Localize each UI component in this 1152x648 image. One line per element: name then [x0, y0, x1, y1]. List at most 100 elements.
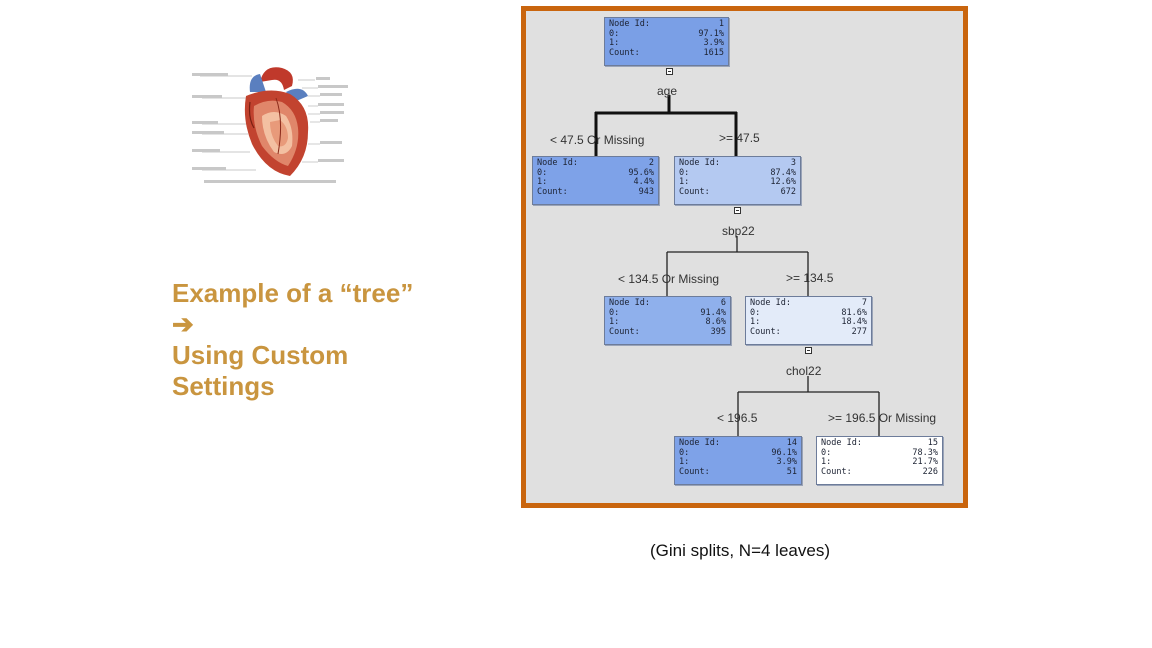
node-field-value: 87.4%	[770, 167, 796, 178]
node-row-zero: 0: 91.4%	[609, 307, 726, 319]
node-row-id: Node Id: 3	[679, 158, 796, 169]
node-field-value: 277	[851, 326, 867, 337]
node-row-zero: 0:81.6%	[750, 307, 867, 319]
node-field-label: 0:	[609, 28, 620, 39]
node-field-label: Count:	[679, 466, 710, 477]
tree-edges	[594, 95, 880, 437]
node-field-value: 78.3%	[912, 447, 938, 458]
node-field-value: 91.4%	[700, 307, 726, 318]
branch-label-age-left: < 47.5 Or Missing	[550, 133, 645, 147]
node-row-count: Count: 51	[679, 466, 797, 478]
node-row-id: Node Id: 15	[821, 438, 938, 449]
branch-label-chol-left: < 196.5	[717, 411, 758, 425]
node-field-label: 1:	[609, 38, 620, 49]
node-field-label: Node Id:	[537, 158, 578, 168]
node-field-value: 943	[638, 186, 654, 197]
node-field-label: 1:	[609, 317, 620, 328]
node-field-label: Node Id:	[679, 158, 720, 168]
tree-node-3[interactable]: Node Id: 3 0: 87.4%1:12.6%Count: 672	[674, 156, 801, 205]
node-field-label: Node Id:	[609, 19, 650, 29]
node-field-label: 1:	[537, 177, 548, 188]
node-row-zero: 0:95.6%	[537, 167, 654, 179]
node-row-id: Node Id: 14	[679, 438, 797, 449]
node-row-count: Count: 395	[609, 326, 726, 338]
heart-image	[190, 62, 362, 190]
node-row-one: 1: 8.6%	[609, 318, 726, 328]
node-row-one: 1:12.6%	[679, 178, 796, 188]
node-field-label: 0:	[609, 307, 620, 318]
node-field-label: 1:	[679, 177, 690, 188]
node-row-count: Count: 672	[679, 186, 796, 198]
title-line-2: Using Custom	[172, 340, 349, 370]
node-field-value: 51	[786, 466, 797, 477]
node-field-value: 3	[790, 158, 796, 168]
node-field-label: 0:	[537, 167, 548, 178]
node-field-label: Node Id:	[609, 298, 650, 308]
node-field-label: Node Id:	[821, 438, 862, 448]
node-field-value: 6	[720, 298, 726, 308]
node-field-value: 8.6%	[705, 317, 726, 328]
node-row-zero: 0: 96.1%	[679, 447, 797, 459]
branch-label-chol-right: >= 196.5 Or Missing	[828, 411, 937, 425]
tree-node-15[interactable]: Node Id: 15 0: 78.3% 1: 21.7% Count: 226	[816, 436, 943, 485]
node-field-label: Node Id:	[679, 438, 720, 448]
node-row-zero: 0: 87.4%	[679, 167, 796, 179]
node-field-value: 7	[861, 298, 867, 308]
arrow-icon: ➔	[172, 309, 194, 339]
node-field-label: 0:	[821, 447, 832, 458]
node-field-label: 1:	[821, 457, 832, 468]
node-field-label: Count:	[609, 326, 640, 337]
node-field-value: 14	[786, 438, 797, 448]
branch-label-sbp-right: >= 134.5	[786, 271, 834, 285]
node-row-one: 1: 4.4%	[537, 178, 654, 188]
node-field-value: 4.4%	[633, 177, 654, 188]
node-field-value: 3.9%	[703, 38, 724, 49]
collapse-icon[interactable]	[734, 207, 741, 214]
node-row-one: 1: 3.9%	[609, 39, 724, 49]
node-field-label: 1:	[750, 317, 761, 328]
node-field-label: Count:	[609, 47, 640, 58]
node-row-id: Node Id:1	[609, 19, 724, 30]
node-field-label: 1:	[679, 457, 690, 468]
collapse-icon[interactable]	[666, 68, 673, 75]
title-line-1: Example of a “tree”	[172, 278, 414, 308]
node-field-label: 0:	[679, 447, 690, 458]
node-field-label: 0:	[679, 167, 690, 178]
node-field-value: 2	[648, 158, 654, 168]
node-field-value: 21.7%	[912, 457, 938, 468]
node-field-value: 81.6%	[841, 307, 867, 318]
slide-title: Example of a “tree” ➔ Using Custom Setti…	[172, 278, 492, 402]
node-field-value: 97.1%	[698, 28, 724, 39]
node-field-value: 226	[922, 466, 938, 477]
collapse-icon[interactable]	[805, 347, 812, 354]
node-row-count: Count: 226	[821, 466, 938, 478]
node-row-count: Count:943	[537, 186, 654, 198]
node-field-value: 672	[780, 186, 796, 197]
node-field-label: Node Id:	[750, 298, 791, 308]
node-field-label: Count:	[679, 186, 710, 197]
node-row-zero: 0: 97.1%	[609, 28, 724, 40]
node-row-one: 1: 18.4%	[750, 318, 867, 328]
node-row-zero: 0: 78.3%	[821, 447, 938, 459]
split-variable-chol22: chol22	[786, 364, 822, 378]
branch-label-age-right: >= 47.5	[719, 131, 760, 145]
node-field-value: 18.4%	[841, 317, 867, 328]
tree-node-6[interactable]: Node Id: 6 0: 91.4% 1: 8.6% Count: 395	[604, 296, 731, 345]
node-row-id: Node Id: 6	[609, 298, 726, 309]
heart-anatomy-icon	[192, 67, 348, 183]
tree-node-14[interactable]: Node Id: 14 0: 96.1% 1: 3.9% Count: 51	[674, 436, 802, 485]
node-field-value: 15	[927, 438, 938, 448]
node-row-count: Count:277	[750, 326, 867, 338]
node-field-label: Count:	[821, 466, 852, 477]
branch-label-sbp-left: < 134.5 Or Missing	[618, 272, 720, 286]
tree-caption: (Gini splits, N=4 leaves)	[650, 541, 830, 560]
node-field-value: 395	[710, 326, 726, 337]
node-field-value: 3.9%	[776, 457, 797, 468]
node-field-value: 96.1%	[771, 447, 797, 458]
node-field-value: 1615	[703, 47, 724, 58]
node-row-one: 1: 3.9%	[679, 458, 797, 468]
